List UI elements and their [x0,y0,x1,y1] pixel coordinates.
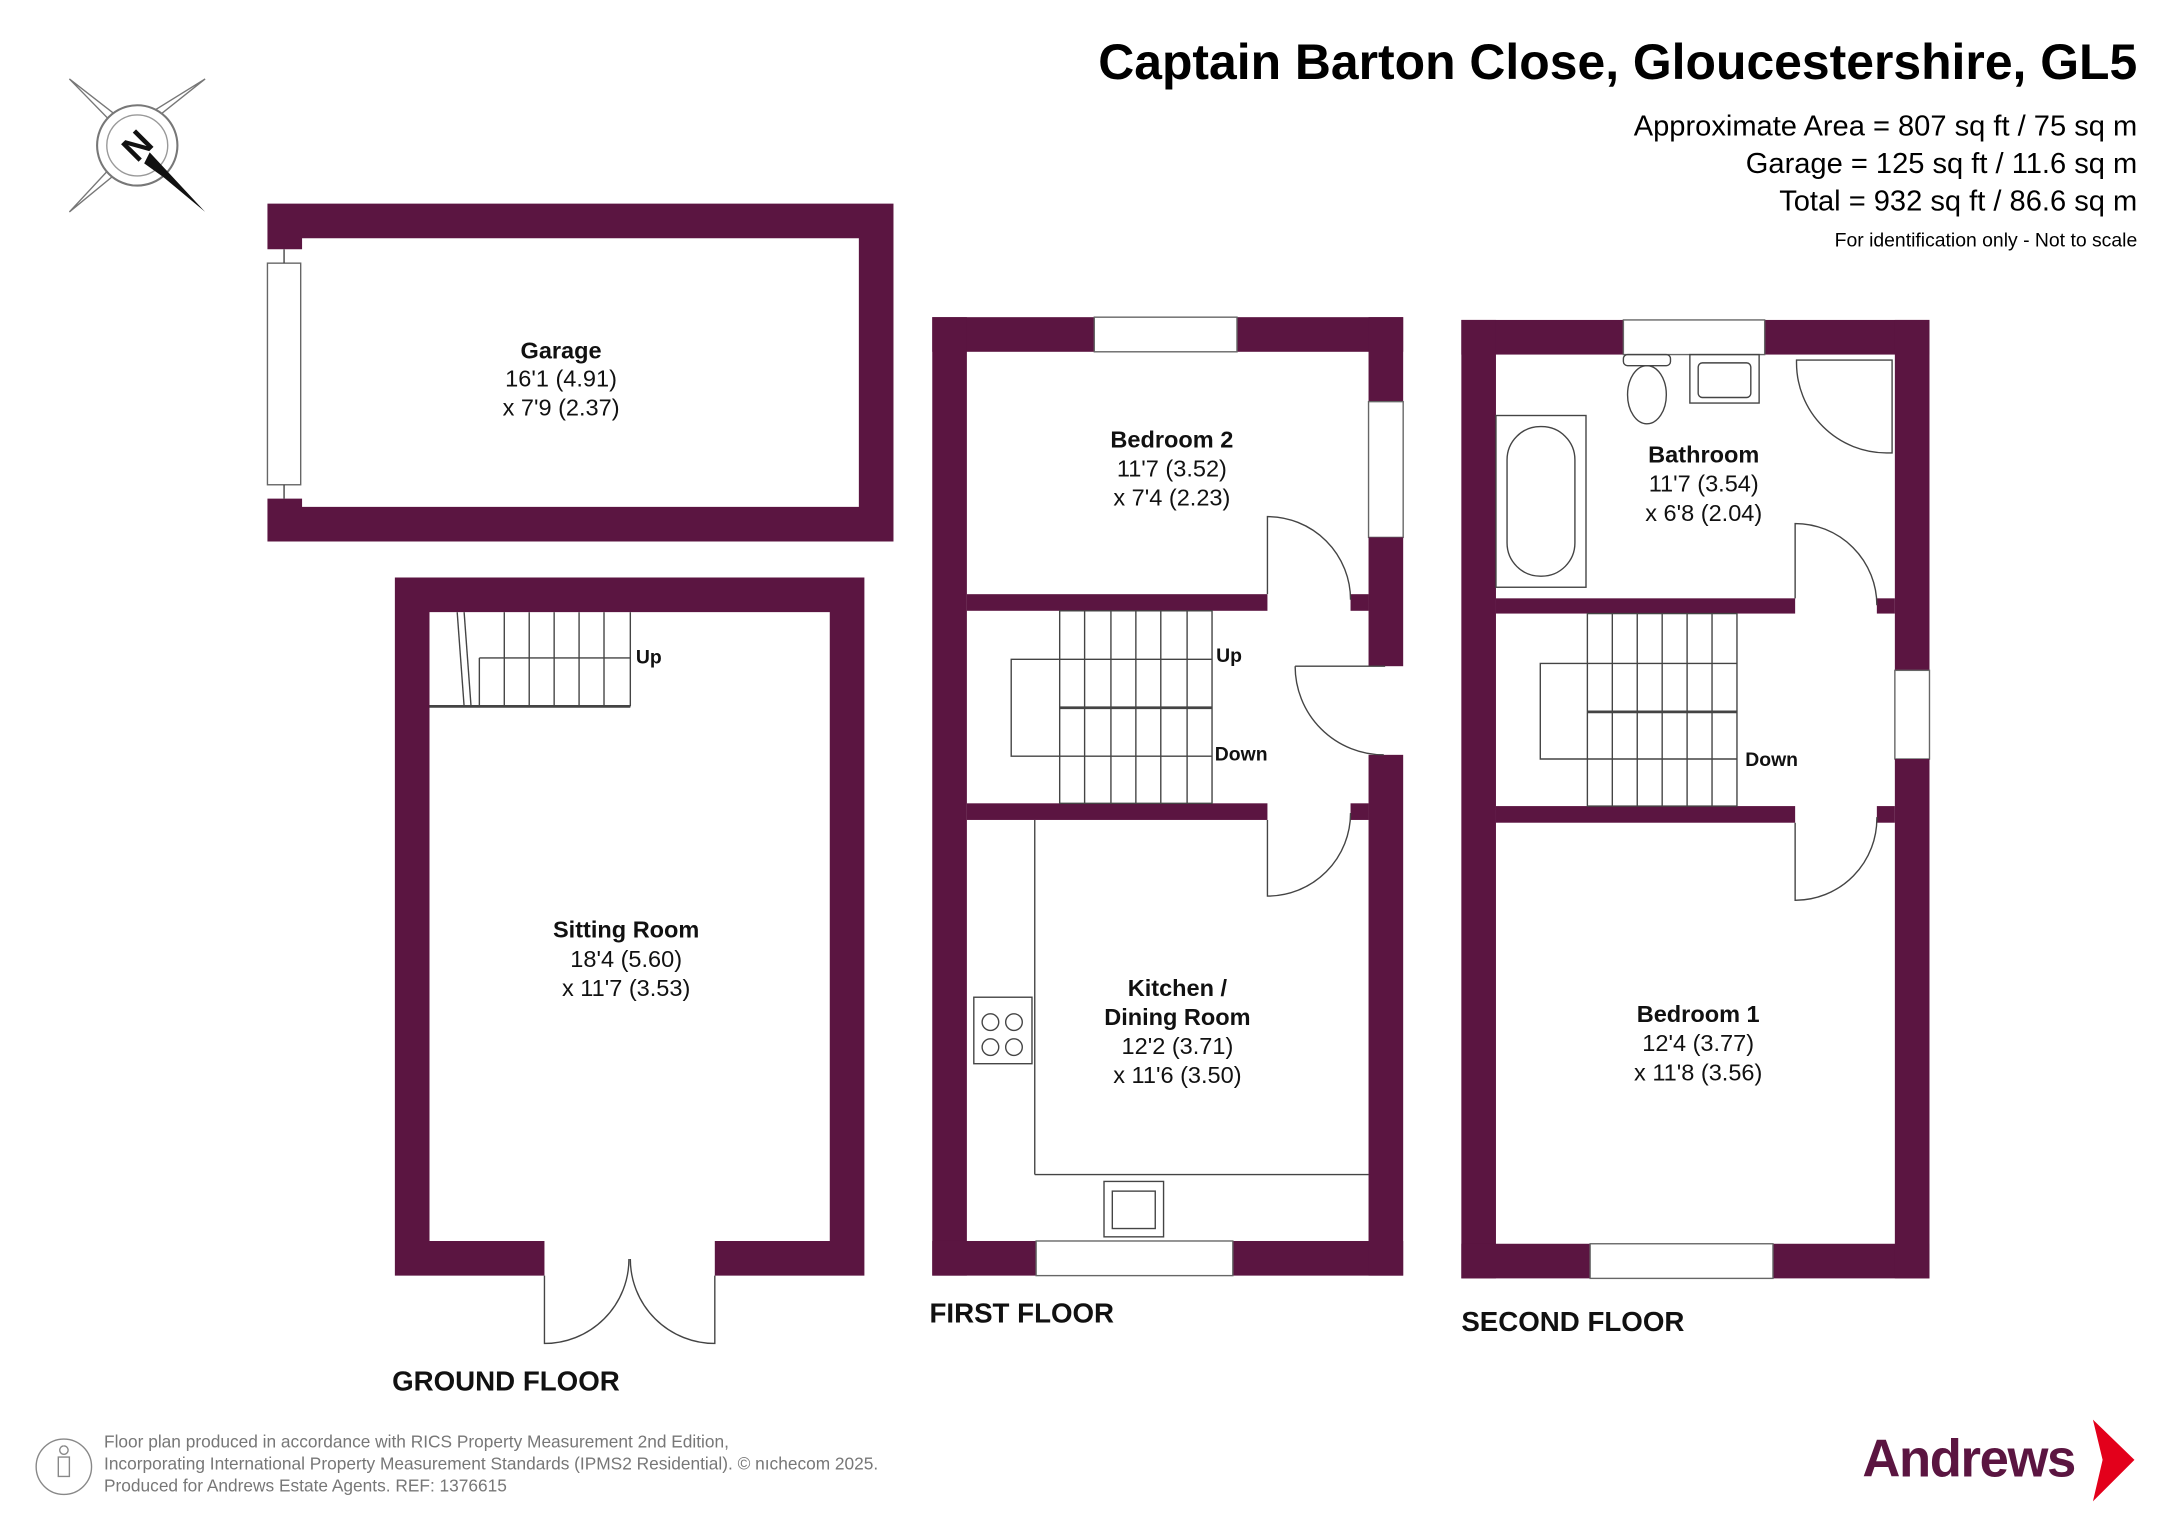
kitchen-dim2: x 11'6 (3.50) [1113,1062,1241,1088]
property-title: Captain Barton Close, Gloucestershire, G… [1098,34,2137,90]
brand-logo: Andrews [1862,1429,2075,1488]
kitchen-dim1: 12'2 (3.71) [1122,1033,1234,1059]
sitting-room-dim2: x 11'7 (3.53) [562,975,690,1001]
sitting-room-dim1: 18'4 (5.60) [570,946,682,972]
disclaimer: For identification only - Not to scale [1835,230,2138,252]
garage-dim2: x 7'9 (2.37) [503,395,620,421]
footer: Floor plan produced in accordance with R… [35,1419,2135,1502]
ground-floor: Up Sitting Room 18'4 (5.60) x 11'7 (3.53… [392,577,865,1397]
ground-floor-label: GROUND FLOOR [392,1366,620,1397]
bedroom2-dim2: x 7'4 (2.23) [1113,485,1230,511]
first-stairs-down-label: Down [1215,743,1268,765]
total-area: Total = 932 sq ft / 86.6 sq m [1779,186,2137,218]
bathroom-label: Bathroom [1648,442,1759,468]
person-icon [35,1438,93,1496]
sitting-room-label: Sitting Room [553,917,699,943]
kitchen-label-1: Kitchen / [1128,975,1228,1001]
garage-area: Garage = 125 sq ft / 11.6 sq m [1746,148,2137,180]
garage: Garage 16'1 (4.91) x 7'9 (2.37) [266,203,894,542]
bedroom1-dim2: x 11'8 (3.56) [1634,1059,1762,1085]
footer-line-1: Floor plan produced in accordance with R… [104,1431,729,1451]
garage-label: Garage [521,338,602,364]
bedroom1-dim1: 12'4 (3.77) [1642,1030,1754,1056]
bathroom-dim2: x 6'8 (2.04) [1645,500,1762,526]
second-stairs-down-label: Down [1745,749,1798,771]
second-floor: Down Bathroom 11'7 (3.54) x 6'8 (2.04) B… [1461,319,1931,1337]
approx-area: Approximate Area = 807 sq ft / 75 sq m [1634,111,2138,143]
bedroom2-label: Bedroom 2 [1110,426,1233,452]
stairs-up-label: Up [636,646,662,668]
bathroom-dim1: 11'7 (3.54) [1649,471,1759,497]
brand-chevron-icon [2092,1419,2135,1502]
first-stairs-up-label: Up [1216,645,1242,667]
bedroom2-dim1: 11'7 (3.52) [1117,455,1227,481]
kitchen-label-2: Dining Room [1104,1004,1250,1030]
bedroom1-label: Bedroom 1 [1637,1001,1760,1027]
compass-icon: N [68,78,206,213]
first-floor: Up Down Bedroom 2 11'7 (3.52) x 7'4 (2.2… [929,316,1404,1329]
footer-line-2: Incorporating International Property Mea… [104,1454,878,1474]
footer-line-3: Produced for Andrews Estate Agents. REF:… [104,1476,507,1496]
first-floor-label: FIRST FLOOR [929,1298,1114,1329]
second-floor-label: SECOND FLOOR [1461,1306,1684,1337]
garage-dim1: 16'1 (4.91) [505,365,617,391]
